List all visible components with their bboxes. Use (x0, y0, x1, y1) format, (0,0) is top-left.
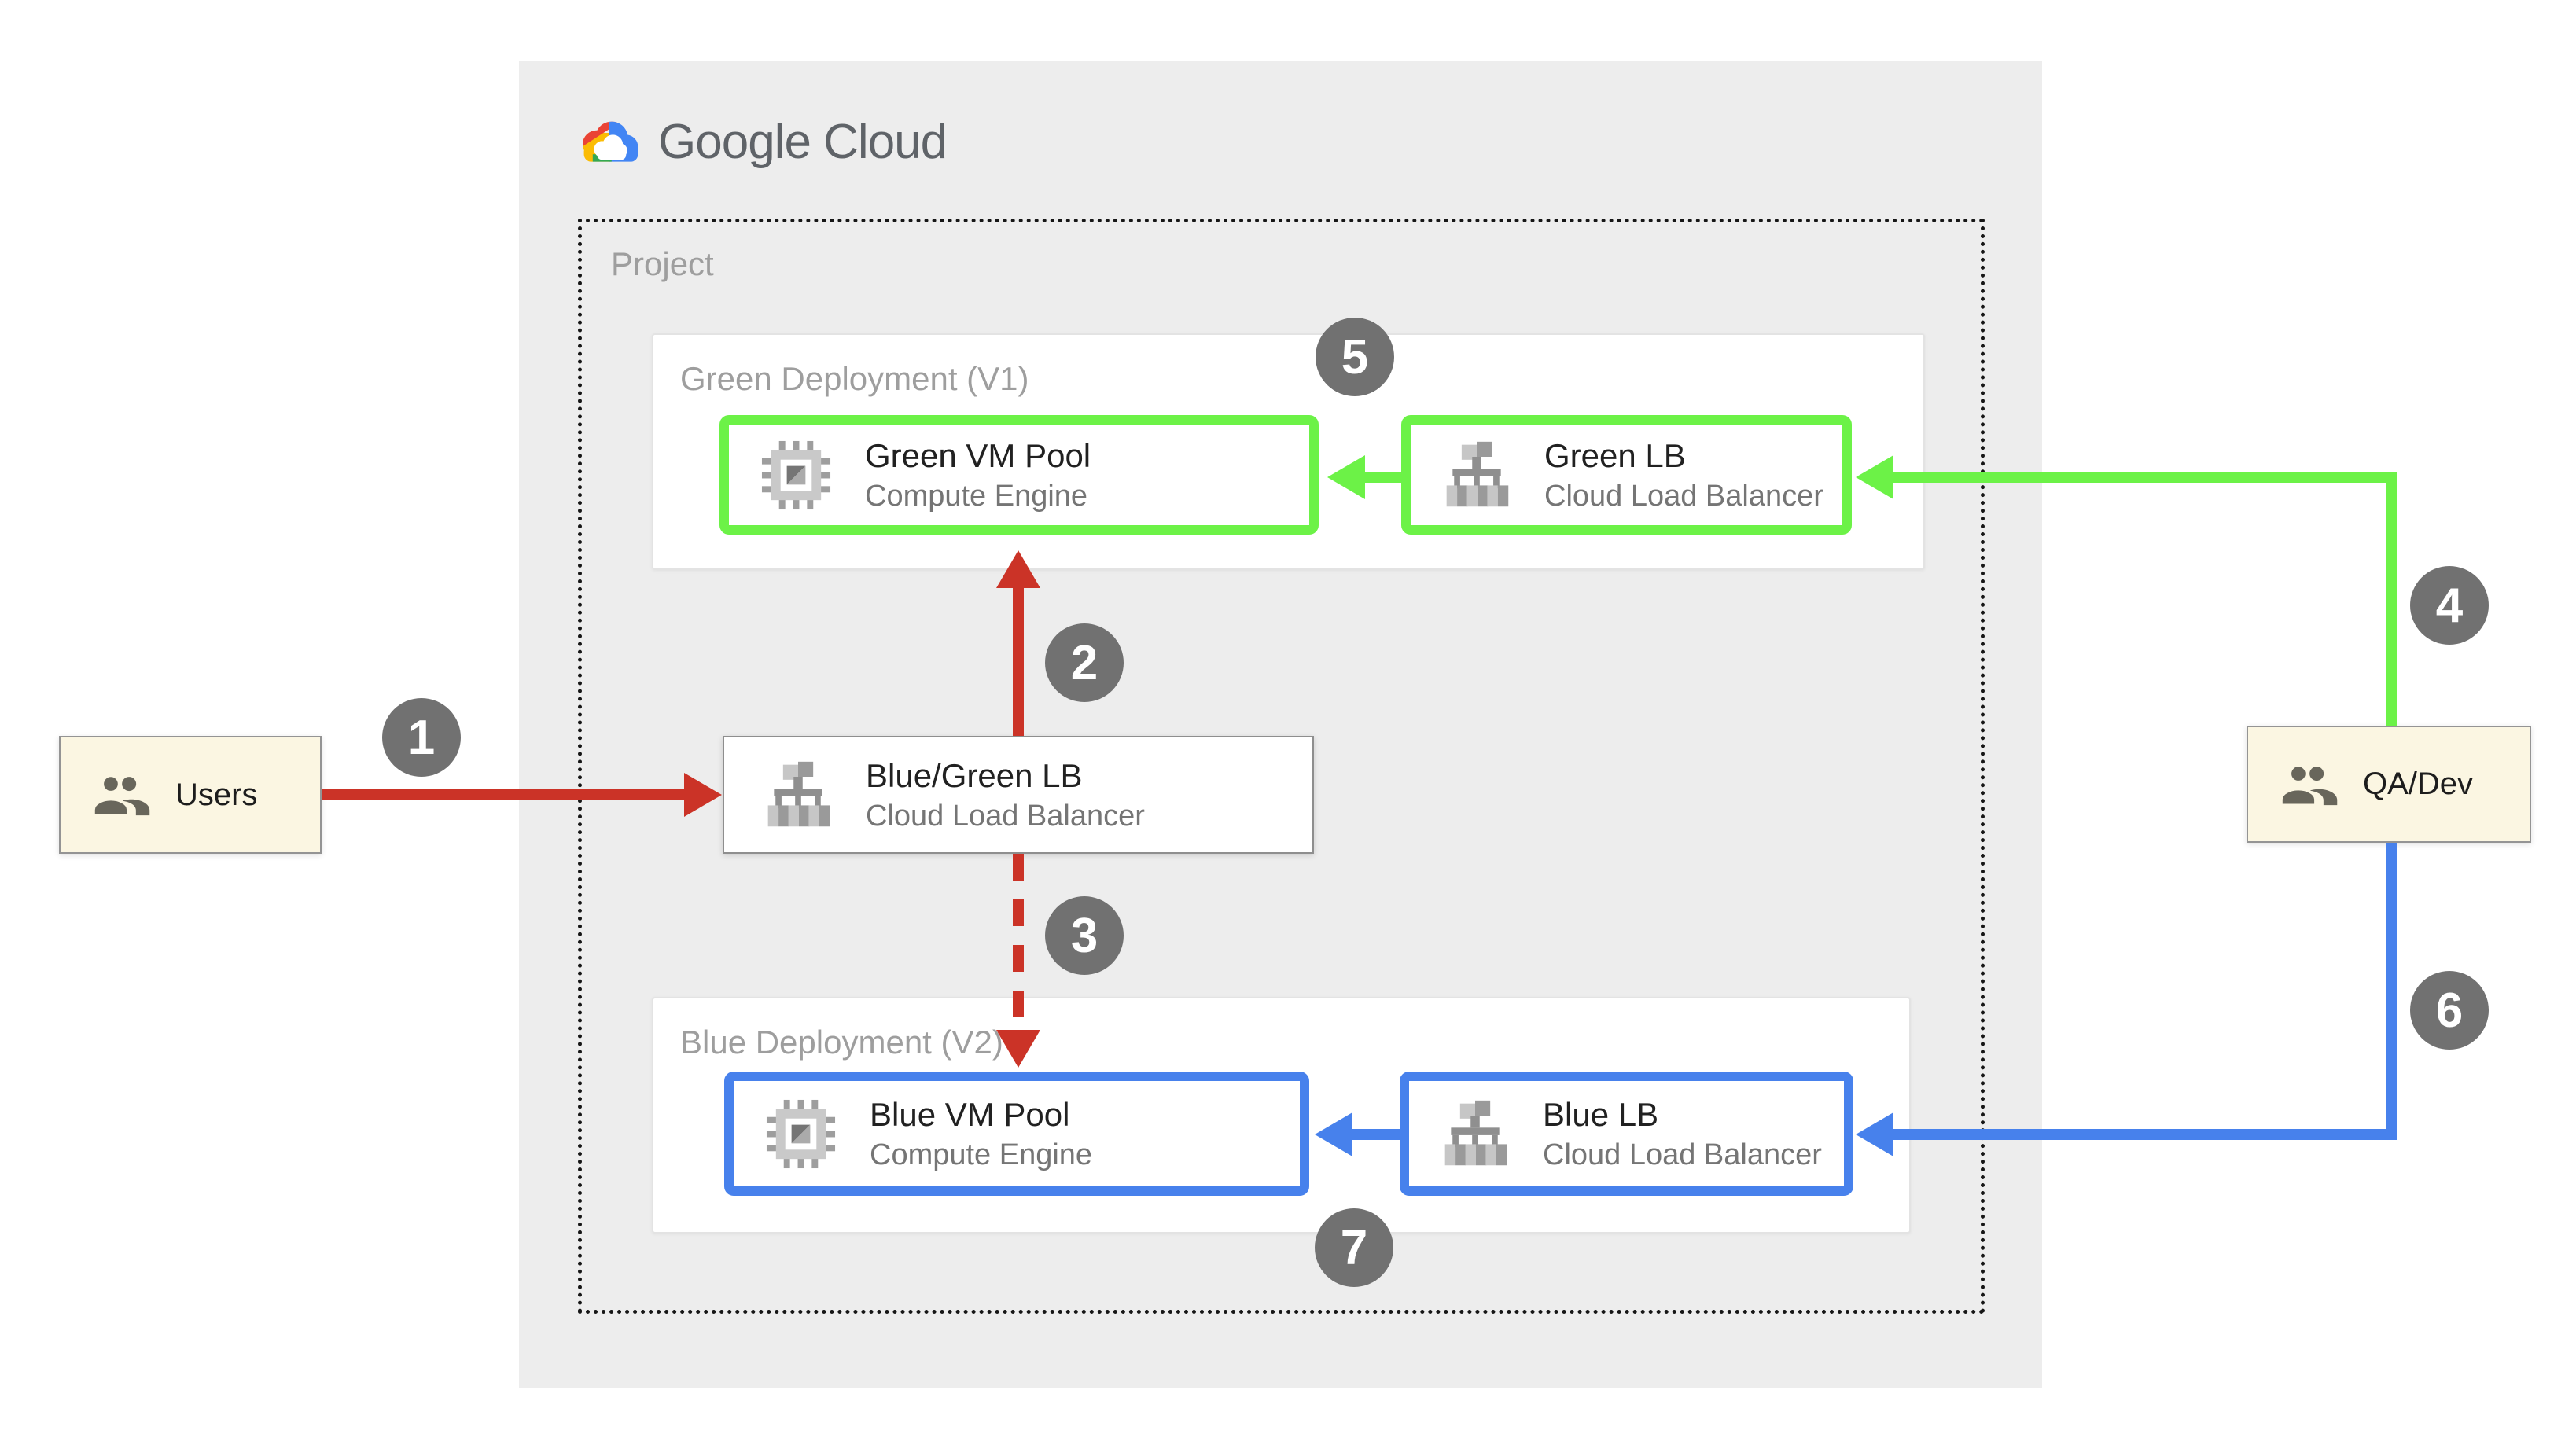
node-title: Green VM Pool (865, 437, 1091, 474)
load-balancer-icon (1441, 439, 1513, 511)
load-balancer-icon (1439, 1098, 1511, 1170)
arrowhead-right-icon (684, 773, 722, 817)
brand-text: Google Cloud (658, 115, 948, 169)
blue-deployment-label: Blue Deployment (V2) (680, 1024, 1003, 1061)
google-cloud-brand: Google Cloud (576, 114, 948, 170)
arrowhead-down-icon (996, 1030, 1040, 1068)
green-vm-pool-node: Green VM Pool Compute Engine (719, 415, 1319, 535)
google-cloud-logo-icon (576, 116, 639, 168)
project-boundary (578, 219, 1985, 1314)
node-title: Blue VM Pool (870, 1096, 1070, 1133)
arrowhead-left-icon (1856, 455, 1893, 499)
blue-lb-node: Blue LB Cloud Load Balancer (1400, 1072, 1853, 1196)
qa-dev-actor: QA/Dev (2247, 726, 2531, 843)
users-people-icon (2278, 762, 2339, 807)
arrow-qadev-to-blue-lb-horizontal (1893, 1129, 2397, 1140)
arrow-qadev-to-green-lb-horizontal (1893, 472, 2397, 483)
node-title: Blue/Green LB (866, 757, 1083, 794)
arrow-users-to-router (322, 789, 686, 800)
step-badge-1: 1 (382, 698, 461, 777)
compute-engine-icon (764, 1097, 838, 1171)
dashed-arrow-router-to-blue-vm (1013, 854, 1024, 1030)
node-title: Blue LB (1543, 1096, 1659, 1133)
step-badge-2: 2 (1045, 623, 1124, 702)
green-deployment-label: Green Deployment (V1) (680, 360, 1029, 397)
node-title: Green LB (1544, 437, 1686, 474)
node-subtitle: Cloud Load Balancer (1544, 480, 1823, 513)
blue-green-lb-node: Blue/Green LB Cloud Load Balancer (723, 736, 1314, 854)
compute-engine-icon (759, 438, 834, 513)
arrow-router-to-green-vm (1013, 588, 1024, 736)
load-balancer-icon (762, 759, 834, 831)
arrow-green-lb-to-green-vm (1365, 472, 1404, 483)
step-badge-3: 3 (1045, 896, 1124, 975)
node-subtitle: Compute Engine (865, 480, 1088, 513)
blue-vm-pool-node: Blue VM Pool Compute Engine (724, 1072, 1309, 1196)
arrow-blue-lb-to-blue-vm (1352, 1129, 1400, 1140)
users-actor: Users (59, 736, 322, 854)
node-subtitle: Compute Engine (870, 1138, 1093, 1171)
actor-label: Users (175, 777, 258, 812)
arrowhead-left-icon (1327, 455, 1365, 499)
actor-label: QA/Dev (2363, 767, 2474, 801)
arrow-qadev-to-green-lb-vertical (2386, 472, 2397, 726)
project-label: Project (611, 245, 714, 282)
node-subtitle: Cloud Load Balancer (866, 800, 1145, 833)
arrowhead-left-icon (1856, 1112, 1893, 1156)
arrowhead-left-icon (1315, 1112, 1352, 1156)
arrowhead-up-icon (996, 550, 1040, 588)
step-badge-6: 6 (2410, 971, 2489, 1050)
arrow-qadev-to-blue-lb-vertical (2386, 843, 2397, 1140)
node-subtitle: Cloud Load Balancer (1543, 1138, 1822, 1171)
step-badge-7: 7 (1315, 1208, 1393, 1287)
step-badge-5: 5 (1316, 318, 1394, 396)
step-badge-4: 4 (2410, 566, 2489, 645)
green-lb-node: Green LB Cloud Load Balancer (1401, 415, 1852, 535)
users-people-icon (90, 772, 152, 818)
